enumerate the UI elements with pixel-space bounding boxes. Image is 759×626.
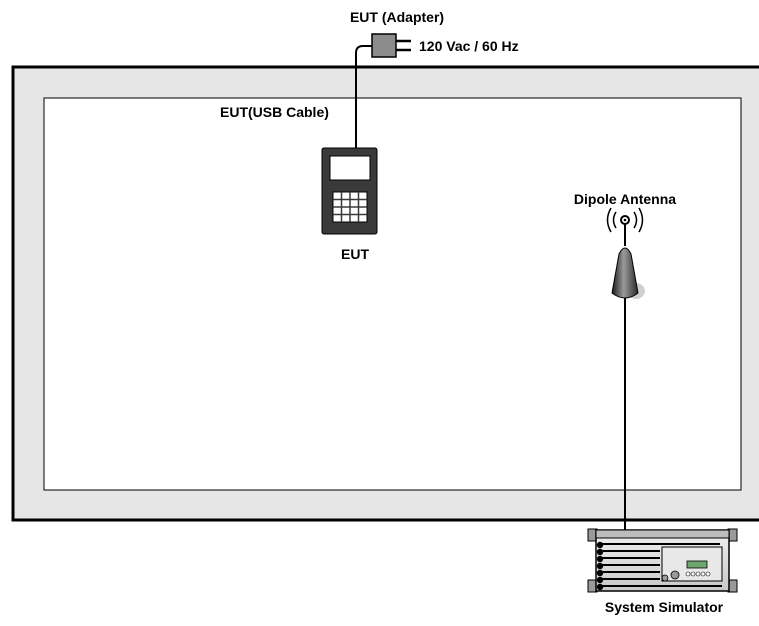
simulator-label: System Simulator	[605, 599, 724, 615]
eut-screen-icon	[330, 156, 370, 180]
usb-cable-label: EUT(USB Cable)	[220, 104, 329, 120]
adapter-icon	[372, 34, 396, 57]
simulator-top-bar	[596, 530, 729, 538]
antenna-label: Dipole Antenna	[574, 191, 676, 207]
simulator-screen-icon	[687, 561, 707, 568]
adapter-label: EUT (Adapter)	[350, 9, 444, 25]
eut-label: EUT	[341, 246, 369, 262]
power-label: 120 Vac / 60 Hz	[419, 38, 519, 54]
system-simulator: System Simulator	[588, 529, 737, 615]
simulator-dial-icon	[671, 571, 679, 579]
simulator-display-module	[662, 547, 722, 581]
adapter-group: EUT (Adapter) 120 Vac / 60 Hz	[350, 9, 519, 57]
eut-keypad-icon	[333, 192, 367, 222]
plug-prongs-icon	[396, 41, 411, 50]
shielded-chamber	[13, 67, 759, 520]
